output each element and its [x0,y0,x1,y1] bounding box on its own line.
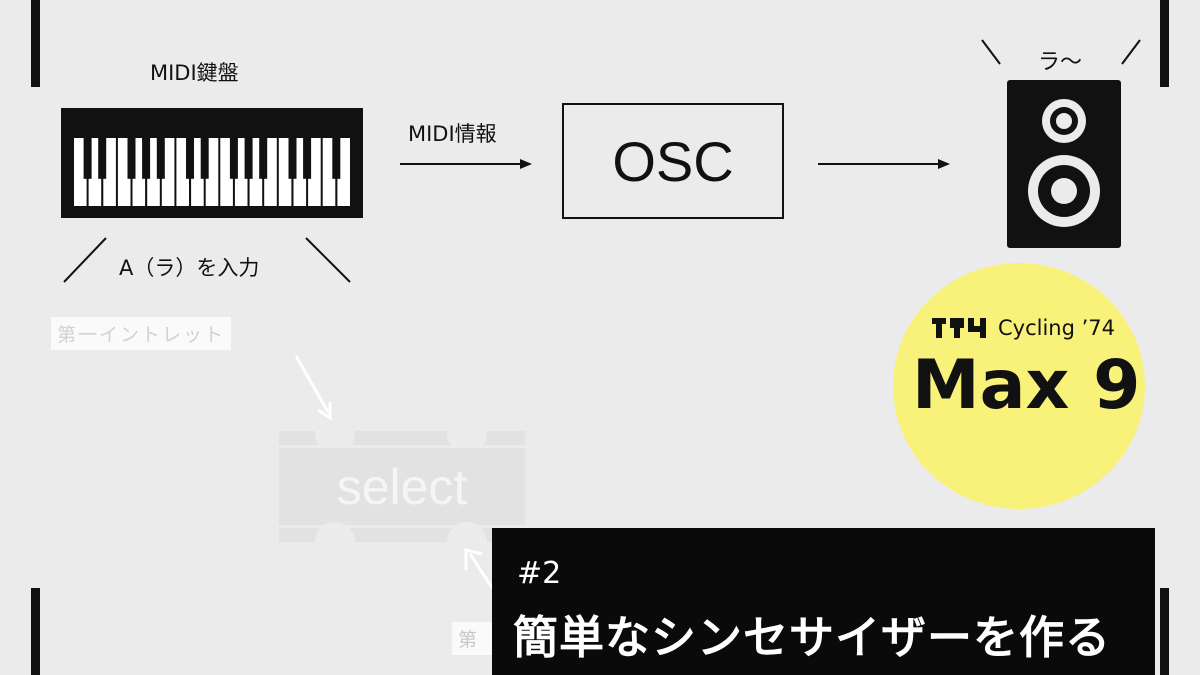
select-outlet-left [315,522,355,544]
white-key [308,138,321,206]
inlet-label: 第一イントレット [51,317,232,350]
keyboard-caption: A（ラ）を入力 [119,256,260,280]
osc-label: OSC [612,129,734,193]
frame-mark-bottom-right [1160,588,1169,675]
white-key [337,138,350,206]
brand-lockup: Cycling ’74 [930,314,1115,342]
frame-mark-top-left [31,0,40,87]
select-outlet-right [447,522,487,544]
white-key [74,138,87,206]
black-key [186,138,194,179]
white-key [205,138,219,206]
frame-mark-top-right [1160,0,1169,87]
white-key [264,138,277,206]
episode-title: 簡単なシンセサイザーを作る [513,611,1112,664]
product-title: Max 9 [912,346,1141,425]
white-key [132,138,146,206]
white-key [103,138,116,206]
brand-name: Cycling ’74 [998,316,1116,340]
white-key [293,138,307,206]
speaker-sound-strokes [981,39,1141,65]
black-key [142,138,151,179]
cycling74-logo-icon [932,318,986,338]
white-key [117,138,131,206]
episode-number: #2 [517,556,562,591]
black-key [288,138,297,179]
speaker-icon [1007,80,1121,248]
osc-box: OSC [562,103,784,219]
speaker-caption: ラ〜 [1038,50,1083,75]
white-key [176,138,189,206]
select-object-label: select [336,458,468,515]
title-card [492,528,1155,675]
white-key [147,138,160,206]
max-badge [893,263,1145,509]
black-key [127,138,136,179]
select-object: select [279,448,525,525]
keyboard-label: MIDI鍵盤 [150,61,239,85]
white-key [278,138,292,206]
black-key [303,138,312,179]
white-key [191,138,204,206]
white-key [88,138,102,206]
black-key [244,138,253,179]
black-key [200,138,209,179]
piano-keyboard-icon [61,108,363,218]
black-key [259,138,268,179]
output-arrow [818,159,950,169]
white-key [161,138,175,206]
select-inlet-right [447,431,487,453]
midi-info-label: MIDI情報 [408,122,497,146]
black-key [98,138,107,179]
inlet-arrow [294,355,332,421]
midi-info-arrow [400,159,532,169]
white-key [220,138,233,206]
black-key [83,138,92,179]
black-key [332,138,341,179]
keyboard-caption-strokes [63,237,351,283]
frame-mark-bottom-left [31,588,40,675]
white-key [249,138,263,206]
black-key [229,138,238,179]
white-key [322,138,336,206]
white-key [234,138,248,206]
select-inlet-left [315,431,355,453]
black-key [156,138,165,179]
